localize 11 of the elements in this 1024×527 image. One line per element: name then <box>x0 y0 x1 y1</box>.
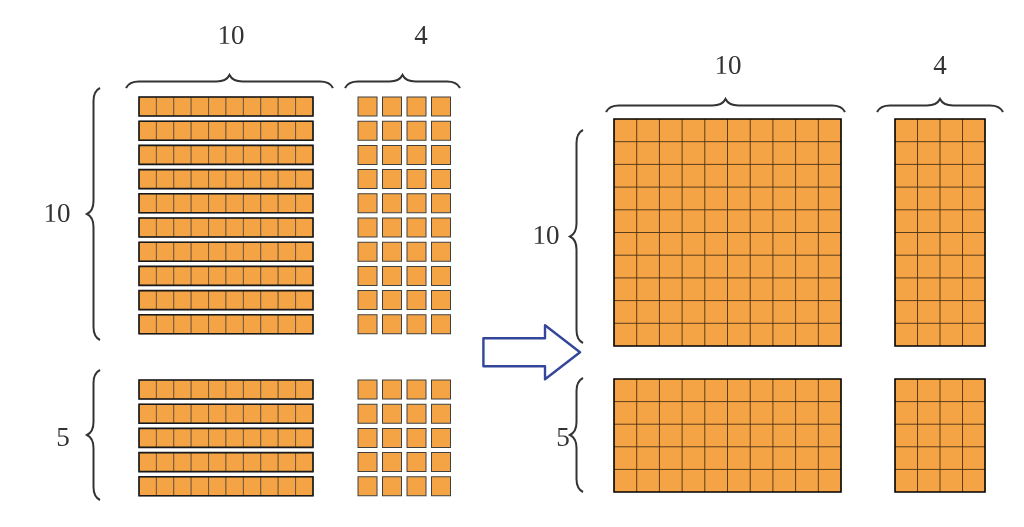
blocks-drawing <box>613 118 986 493</box>
block-arrow <box>482 324 582 381</box>
number-label: 10 <box>716 55 741 75</box>
number-label: 5 <box>557 428 569 446</box>
number-label: 10 <box>45 203 70 223</box>
number-label: 4 <box>414 26 428 44</box>
number-label: 10 <box>534 225 559 245</box>
number-label: 4 <box>933 56 947 74</box>
number-label: 5 <box>57 428 69 446</box>
blocks-drawing <box>138 96 451 497</box>
number-label: 10 <box>219 25 244 45</box>
